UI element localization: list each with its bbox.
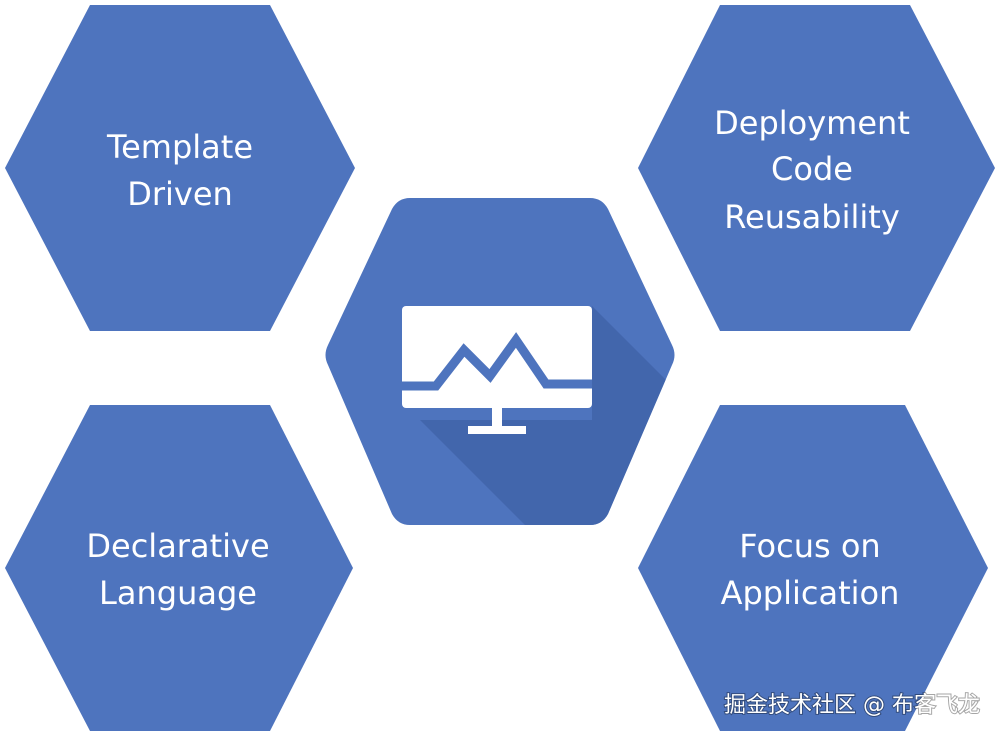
hexagon-deployment-code-reusability-shape [638, 5, 995, 331]
hexagon-template-driven: Template Driven [5, 5, 355, 331]
hexagon-template-driven-line1: Template [106, 128, 253, 166]
hexagon-declarative-language: Declarative Language [5, 405, 353, 731]
hexagon-focus-line2: Application [721, 574, 900, 612]
hexagon-declarative-line2: Language [99, 574, 257, 612]
hexagon-deployment-code-reusability: Deployment Code Reusability [638, 5, 995, 331]
hexagon-focus-on-application-shape [638, 405, 988, 731]
hexagon-declarative-line1: Declarative [86, 527, 269, 565]
monitor-chart-icon [402, 306, 592, 434]
hexagon-deployment-line3: Reusability [724, 198, 900, 236]
hexagon-declarative-language-shape [5, 405, 353, 731]
hexagon-deployment-line2: Code [771, 150, 853, 188]
monitor-stand-icon [492, 408, 502, 428]
hexagon-focus-on-application: Focus on Application [638, 405, 988, 731]
hexagon-deployment-line1: Deployment [714, 104, 910, 142]
hexagon-template-driven-line2: Driven [127, 175, 233, 213]
monitor-base-icon [468, 426, 526, 434]
center-hexagon [325, 198, 675, 525]
hexagon-template-driven-shape [5, 5, 355, 331]
monitor-chart-line-icon [402, 332, 592, 391]
hexagon-focus-line1: Focus on [739, 527, 880, 565]
monitor-screen-icon [402, 306, 592, 408]
watermark-text: 掘金技术社区 @ 布客飞龙 [724, 693, 980, 718]
